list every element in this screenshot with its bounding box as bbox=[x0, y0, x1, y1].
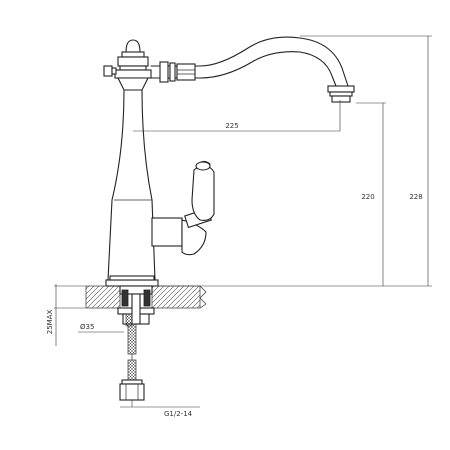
countertop bbox=[85, 285, 207, 309]
lever-handle bbox=[151, 160, 215, 256]
mounting-hardware bbox=[117, 285, 155, 401]
faucet-spout bbox=[150, 36, 355, 103]
hole-diameter-label: Ø35 bbox=[80, 323, 94, 331]
dimension-labels: 225 220 228 25MAX Ø35 G1/2-14 bbox=[46, 122, 423, 418]
faucet-body bbox=[103, 39, 159, 287]
overall-height-label: 228 bbox=[409, 193, 422, 201]
spout-reach-label: 225 bbox=[225, 122, 238, 130]
dimension-lines bbox=[54, 35, 432, 408]
counter-thickness-label: 25MAX bbox=[46, 310, 54, 335]
spout-height-label: 220 bbox=[361, 193, 374, 201]
thread-size-label: G1/2-14 bbox=[164, 410, 193, 418]
